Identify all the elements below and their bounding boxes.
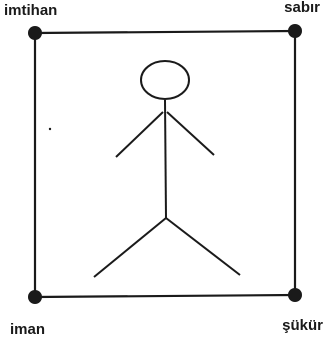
label-top-right: sabır — [284, 0, 320, 16]
stick-figure-right-arm — [167, 112, 214, 155]
label-bottom-left: iman — [10, 321, 45, 338]
print-speck — [49, 128, 51, 130]
corner-dot-top-right — [288, 24, 302, 38]
frame-top-edge — [35, 31, 295, 33]
stick-figure-left-arm — [116, 112, 163, 157]
corner-dot-bottom-left — [28, 290, 42, 304]
stick-figure — [94, 61, 240, 277]
stick-figure-right-leg — [166, 218, 240, 275]
corner-dot-bottom-right — [288, 288, 302, 302]
stick-figure-body — [165, 100, 166, 218]
corner-dot-top-left — [28, 26, 42, 40]
frame-bottom-edge — [35, 295, 295, 297]
label-bottom-right: şükür — [282, 317, 323, 334]
stick-figure-head — [141, 61, 189, 99]
label-top-left: imtihan — [4, 2, 57, 19]
stick-figure-left-leg — [94, 218, 166, 277]
